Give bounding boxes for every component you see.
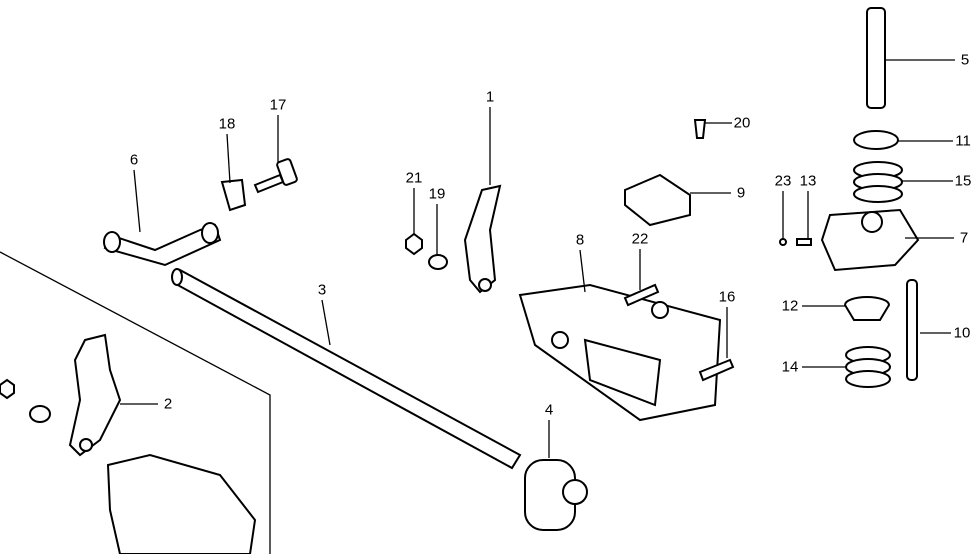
part-spring-15 bbox=[853, 161, 903, 203]
part-bracket-partial bbox=[106, 453, 257, 554]
part-mount-4 bbox=[524, 459, 588, 531]
part-selector-body-7 bbox=[820, 208, 920, 272]
callout-14: 14 bbox=[781, 358, 799, 376]
part-plate-9 bbox=[624, 173, 691, 227]
callout-9: 9 bbox=[736, 184, 746, 202]
callout-11: 11 bbox=[955, 132, 971, 150]
callout-17: 17 bbox=[269, 96, 287, 114]
part-bracket-8 bbox=[518, 283, 722, 422]
callout-8: 8 bbox=[575, 231, 585, 249]
part-washer-11 bbox=[853, 130, 899, 150]
part-clip-18 bbox=[220, 178, 247, 212]
callout-6: 6 bbox=[129, 151, 139, 169]
part-spring-14 bbox=[845, 346, 891, 388]
leader-lines bbox=[120, 59, 955, 458]
part-lever-1 bbox=[463, 184, 502, 294]
callout-15: 15 bbox=[954, 172, 972, 190]
callout-12: 12 bbox=[781, 297, 799, 315]
callout-5: 5 bbox=[960, 51, 970, 69]
callout-1: 1 bbox=[485, 88, 495, 106]
part-ball-23 bbox=[779, 238, 787, 246]
callout-18: 18 bbox=[218, 115, 236, 133]
part-pin-5 bbox=[866, 7, 886, 109]
callout-2: 2 bbox=[163, 395, 173, 413]
callout-19: 19 bbox=[428, 185, 446, 203]
callout-4: 4 bbox=[544, 401, 554, 419]
callout-13: 13 bbox=[799, 172, 817, 190]
part-pin-10 bbox=[906, 279, 918, 381]
part-screw-20 bbox=[693, 119, 707, 139]
callout-20: 20 bbox=[733, 114, 751, 132]
part-spring-13 bbox=[796, 238, 812, 246]
callout-10: 10 bbox=[953, 324, 971, 342]
part-lever-2 bbox=[0, 333, 122, 457]
callout-7: 7 bbox=[959, 229, 969, 247]
callout-16: 16 bbox=[718, 288, 736, 306]
callout-3: 3 bbox=[317, 281, 327, 299]
callout-23: 23 bbox=[774, 172, 792, 190]
part-bolt-22 bbox=[623, 283, 660, 307]
part-nut-21 bbox=[405, 232, 423, 256]
part-arm-6 bbox=[103, 222, 222, 267]
callout-21: 21 bbox=[405, 169, 423, 187]
part-seat-12 bbox=[843, 296, 891, 321]
callout-22: 22 bbox=[631, 230, 649, 248]
part-bolt-16 bbox=[698, 358, 735, 382]
part-washer-19 bbox=[428, 254, 448, 270]
part-shaft bbox=[171, 268, 522, 470]
part-bolt-17 bbox=[253, 158, 298, 194]
section-divider bbox=[0, 251, 271, 554]
